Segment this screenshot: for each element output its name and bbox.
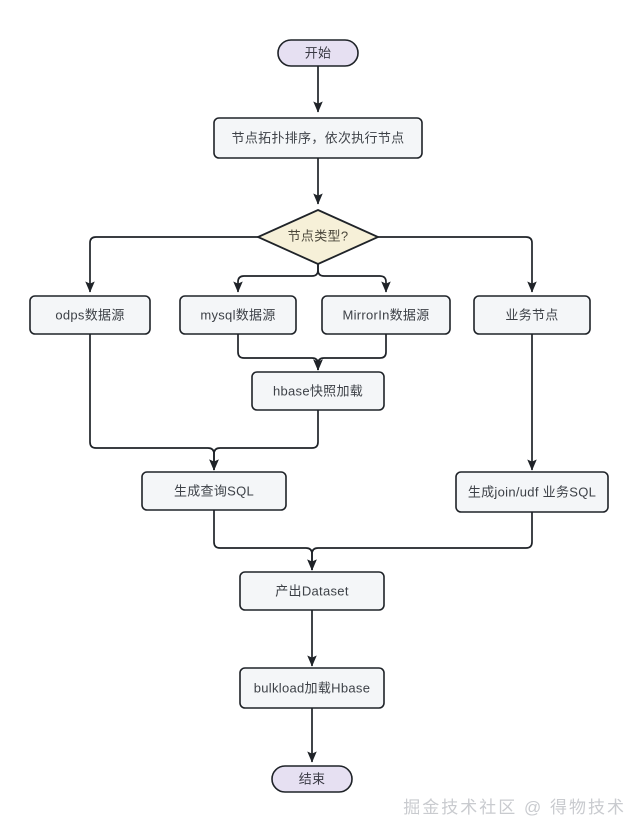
- node-node-type[interactable]: 节点类型?: [255, 209, 381, 265]
- node-end-label: 结束: [299, 771, 326, 786]
- node-query-sql-label: 生成查询SQL: [174, 483, 254, 498]
- node-topo-sort-shape[interactable]: [213, 117, 423, 159]
- node-start-shape[interactable]: [277, 39, 359, 67]
- node-biz-sql-shape[interactable]: [455, 471, 609, 513]
- node-end[interactable]: 结束: [271, 765, 353, 793]
- node-biz-node-shape[interactable]: [473, 295, 591, 335]
- edge-query-sql-to-dataset: [213, 510, 317, 571]
- node-query-sql[interactable]: 生成查询SQL: [141, 471, 287, 511]
- node-biz-sql[interactable]: 生成join/udf 业务SQL: [455, 471, 609, 513]
- node-odps-label: odps数据源: [55, 307, 124, 322]
- node-biz-sql-label: 生成join/udf 业务SQL: [468, 484, 596, 499]
- node-topo-sort-label: 节点拓扑排序，依次执行节点: [232, 130, 405, 145]
- node-bulkload-shape[interactable]: [239, 667, 385, 709]
- node-bulkload-label: bulkload加载Hbase: [254, 680, 371, 695]
- node-hbase-snap-shape[interactable]: [251, 371, 385, 411]
- node-start[interactable]: 开始: [277, 39, 359, 67]
- node-mysql[interactable]: mysql数据源: [179, 295, 297, 335]
- node-mirrorin[interactable]: MirrorIn数据源: [321, 295, 451, 335]
- edge-node-type-to-biz-node: [378, 236, 537, 293]
- edge-hbase-snap-to-query-sql: [209, 410, 319, 471]
- node-bulkload[interactable]: bulkload加载Hbase: [239, 667, 385, 709]
- node-odps[interactable]: odps数据源: [29, 295, 151, 335]
- node-end-shape[interactable]: [271, 765, 353, 793]
- node-hbase-snap[interactable]: hbase快照加载: [251, 371, 385, 411]
- node-hbase-snap-label: hbase快照加载: [273, 383, 363, 398]
- edge-mirrorin-to-hbase-snap: [313, 332, 387, 371]
- node-query-sql-shape[interactable]: [141, 471, 287, 511]
- edge-node-type-to-odps: [85, 236, 258, 293]
- node-node-type-label: 节点类型?: [288, 228, 349, 243]
- edge-biz-sql-to-dataset: [307, 512, 533, 571]
- node-dataset-shape[interactable]: [239, 571, 385, 611]
- node-mysql-label: mysql数据源: [200, 307, 275, 322]
- edge-mysql-to-hbase-snap: [237, 332, 323, 371]
- node-node-type-shape[interactable]: [255, 209, 381, 265]
- edge-layer: [85, 66, 537, 763]
- watermark-text: 掘金技术社区 @ 得物技术: [403, 798, 626, 817]
- edge-odps-to-query-sql: [89, 334, 219, 471]
- node-biz-node-label: 业务节点: [505, 307, 558, 322]
- edge-node-type-to-mirrorin: [317, 262, 391, 293]
- node-odps-shape[interactable]: [29, 295, 151, 335]
- node-mysql-shape[interactable]: [179, 295, 297, 335]
- node-dataset[interactable]: 产出Dataset: [239, 571, 385, 611]
- edge-node-type-to-mysql: [233, 262, 319, 293]
- node-dataset-label: 产出Dataset: [275, 583, 349, 598]
- node-start-label: 开始: [305, 45, 332, 60]
- node-mirrorin-shape[interactable]: [321, 295, 451, 335]
- node-mirrorin-label: MirrorIn数据源: [342, 307, 429, 322]
- node-biz-node[interactable]: 业务节点: [473, 295, 591, 335]
- node-topo-sort[interactable]: 节点拓扑排序，依次执行节点: [213, 117, 423, 159]
